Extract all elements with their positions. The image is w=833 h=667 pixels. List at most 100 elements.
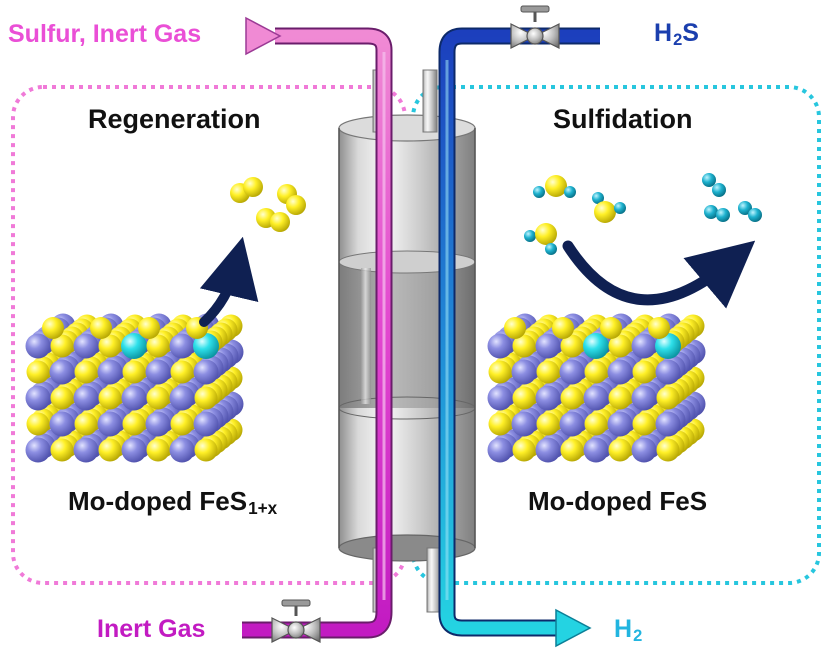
fe-atom — [631, 333, 657, 359]
h2-label-base: H — [614, 615, 633, 643]
left-material-base: Mo-doped FeS — [68, 486, 248, 516]
mo-atom — [121, 333, 147, 359]
s-atom — [512, 334, 536, 358]
fe-atom — [145, 411, 171, 437]
fe-atom — [193, 411, 219, 437]
s-atom — [98, 334, 122, 358]
fe-atom — [655, 359, 681, 385]
h2s-label-sub: 2 — [673, 30, 683, 49]
s-atom — [138, 317, 160, 339]
fe-atom — [631, 437, 657, 463]
fe-atom — [631, 385, 657, 411]
fe-atom — [487, 437, 513, 463]
s-atom — [50, 386, 74, 410]
s-atom — [632, 360, 656, 384]
s-atom — [122, 412, 146, 436]
s-atom — [536, 360, 560, 384]
h2-molecule — [738, 201, 762, 222]
s-atom — [512, 386, 536, 410]
valve-icon[interactable] — [271, 599, 321, 643]
fe-atom — [49, 411, 75, 437]
s-atom — [146, 386, 170, 410]
s-atom — [90, 317, 112, 339]
s-atom — [98, 386, 122, 410]
left-material-label: Mo-doped FeS1+x — [68, 486, 277, 516]
fe-atom — [583, 437, 609, 463]
h2s-molecule — [533, 175, 576, 198]
regeneration-title: Regeneration — [88, 104, 261, 134]
regeneration-pipe — [242, 16, 393, 639]
fe-atom — [583, 385, 609, 411]
h2-molecule — [702, 173, 726, 197]
fe-atom — [535, 385, 561, 411]
crystal-slab-right — [487, 313, 706, 463]
fe-atom — [145, 359, 171, 385]
s-atom — [194, 438, 218, 462]
s-atom — [584, 412, 608, 436]
fe-atom — [487, 385, 513, 411]
fe-atom — [607, 359, 633, 385]
s-atom — [560, 334, 584, 358]
h2s-label: H2S — [654, 19, 699, 49]
sulfidation-title: Sulfidation — [553, 104, 693, 134]
s-atom — [656, 438, 680, 462]
s-atom — [656, 386, 680, 410]
s-atom — [42, 317, 64, 339]
s-atom — [608, 386, 632, 410]
fe-atom — [25, 437, 51, 463]
fe-atom — [607, 411, 633, 437]
s-atom — [536, 412, 560, 436]
s-atom — [26, 360, 50, 384]
inert-gas-label: Inert Gas — [97, 615, 206, 643]
right-material-label: Mo-doped FeS — [528, 486, 708, 516]
fe-atom — [487, 333, 513, 359]
fe-atom — [511, 359, 537, 385]
fe-atom — [169, 385, 195, 411]
crystal-slab-left — [25, 313, 244, 463]
fe-atom — [559, 411, 585, 437]
sulfur-molecule — [230, 177, 263, 203]
valve-icon[interactable] — [510, 5, 560, 49]
fe-atom — [121, 437, 147, 463]
s-atom — [608, 438, 632, 462]
fe-atom — [73, 437, 99, 463]
fe-atom — [97, 359, 123, 385]
fe-atom — [535, 333, 561, 359]
mo-atom — [583, 333, 609, 359]
fe-atom — [97, 411, 123, 437]
fe-atom — [169, 333, 195, 359]
fe-atom — [121, 385, 147, 411]
s-atom — [122, 360, 146, 384]
s-atom — [560, 438, 584, 462]
sulfur-inert-gas-label: Sulfur, Inert Gas — [8, 20, 202, 48]
sulfur-molecule — [256, 208, 290, 232]
s-atom — [608, 334, 632, 358]
fe-atom — [73, 385, 99, 411]
s-atom — [146, 438, 170, 462]
s-atom — [74, 412, 98, 436]
h2s-label-base: H — [654, 19, 673, 47]
s-atom — [170, 412, 194, 436]
fe-atom — [511, 411, 537, 437]
sulfidation-pipe — [438, 27, 600, 648]
h2-molecule — [704, 205, 730, 222]
left-material-sub: 1+x — [248, 497, 278, 518]
s-atom — [600, 317, 622, 339]
s-atom — [50, 438, 74, 462]
sulfur-molecule — [277, 184, 306, 215]
curved-arrow-icon — [199, 236, 259, 327]
s-atom — [74, 360, 98, 384]
s-atom — [488, 412, 512, 436]
fe-atom — [535, 437, 561, 463]
h2s-label-tail: S — [682, 19, 699, 47]
s-atom — [632, 412, 656, 436]
s-atom — [584, 360, 608, 384]
s-atom — [170, 360, 194, 384]
s-atom — [488, 360, 512, 384]
s-atom — [194, 386, 218, 410]
s-atom — [98, 438, 122, 462]
curved-arrow-icon — [562, 240, 756, 309]
h2-label-sub: 2 — [633, 626, 643, 645]
fe-atom — [25, 385, 51, 411]
